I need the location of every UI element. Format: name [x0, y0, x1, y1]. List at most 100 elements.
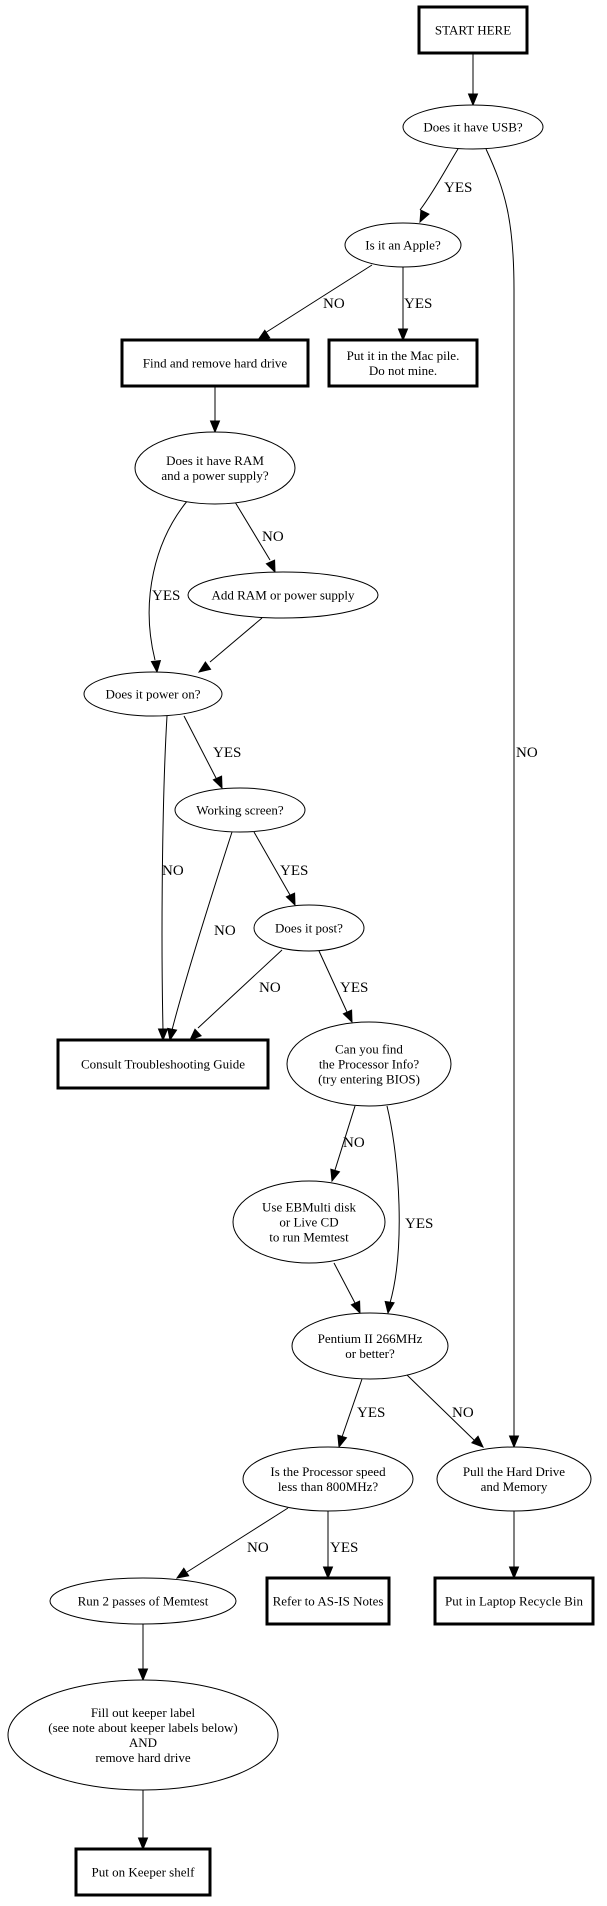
- edge-usb-to-apple: [419, 148, 459, 224]
- edge-label-no: NO: [323, 296, 345, 312]
- arrowhead-icon: [189, 1028, 202, 1041]
- node-label: AND: [129, 1735, 157, 1750]
- edge-memtest-to-keeper-label: [137, 1624, 149, 1682]
- edge-apple-to-remove-hd: [256, 264, 373, 341]
- arrowhead-icon: [397, 328, 409, 342]
- node-label: Is the Processor speed: [270, 1464, 386, 1479]
- node-label: Is it an Apple?: [365, 238, 441, 253]
- edge-label-no: NO: [259, 980, 281, 996]
- node-usb: Does it have USB?: [402, 104, 544, 150]
- node-label: Use EBMulti disk: [262, 1200, 356, 1215]
- arrowhead-icon: [467, 93, 479, 107]
- connector-line: [419, 148, 459, 211]
- edge-pull-hd-to-recycle: [508, 1511, 520, 1580]
- edge-post-to-proc-info: [318, 950, 353, 1024]
- edge-label-no: NO: [214, 923, 236, 939]
- nodes-layer: START HERE Does it have USB? Is it an Appl…: [7, 5, 595, 1897]
- connector-line: [333, 1262, 356, 1304]
- process-box: [265, 1576, 391, 1626]
- arrowhead-icon: [175, 1567, 190, 1579]
- edge-proc-info-to-pentium: [384, 1105, 400, 1315]
- edge-screen-to-troubleshoot: [167, 831, 233, 1042]
- connector-line: [161, 715, 168, 1031]
- arrowhead-icon: [508, 1566, 520, 1580]
- node-label: or better?: [345, 1346, 395, 1361]
- edge-label-yes: YES: [152, 588, 180, 604]
- connector-line: [334, 1105, 356, 1171]
- node-label: Working screen?: [196, 803, 284, 818]
- node-label: Put on Keeper shelf: [92, 1865, 196, 1880]
- arrowhead-icon: [157, 1028, 169, 1042]
- arrowhead-icon: [197, 661, 212, 673]
- node-label: Put it in the Mac pile.: [347, 348, 460, 363]
- node-label: Does it have USB?: [423, 120, 523, 135]
- node-keeper-shelf: Put on Keeper shelf: [74, 1847, 212, 1897]
- edge-start-to-usb: [467, 53, 479, 107]
- node-recycle: Put in Laptop Recycle Bin: [433, 1576, 595, 1626]
- edge-apple-to-mac-pile: [397, 267, 409, 342]
- node-label: (see note about keeper labels below): [48, 1720, 238, 1735]
- arrowhead-icon: [137, 1837, 149, 1851]
- edge-label-no: NO: [452, 1405, 474, 1421]
- node-start: START HERE: [417, 5, 529, 55]
- edge-ram-psu-to-add-ram: [234, 501, 276, 574]
- process-box: [417, 5, 529, 55]
- node-remove-hd: Find and remove hard drive: [120, 338, 310, 388]
- decision-ellipse: [83, 671, 223, 717]
- decision-ellipse: [242, 1446, 414, 1512]
- edge-label-yes: YES: [213, 745, 241, 761]
- node-memtest: Run 2 passes of Memtest: [49, 1577, 237, 1625]
- arrowhead-icon: [342, 1009, 353, 1024]
- arrowhead-icon: [167, 1027, 178, 1042]
- node-label: Pentium II 266MHz: [318, 1331, 423, 1346]
- arrowhead-icon: [265, 559, 276, 574]
- node-label: Fill out keeper label: [91, 1705, 196, 1720]
- node-label: Put in Laptop Recycle Bin: [445, 1594, 583, 1609]
- edge-power-on-to-troubleshoot: [157, 715, 169, 1042]
- connector-line: [341, 1378, 363, 1438]
- connector-line: [148, 499, 189, 661]
- edge-label-yes: YES: [330, 1540, 358, 1556]
- edge-label-no: NO: [516, 745, 538, 761]
- edge-pentium-to-speed800: [337, 1378, 363, 1449]
- connector-line: [253, 831, 291, 896]
- node-troubleshoot: Consult Troubleshooting Guide: [56, 1038, 270, 1090]
- edge-proc-info-to-ebmulti: [330, 1105, 356, 1183]
- edge-remove-hd-to-ram-psu: [209, 386, 221, 434]
- connector-line: [186, 1507, 289, 1573]
- arrowhead-icon: [508, 1435, 520, 1449]
- edge-ebmulti-to-pentium: [333, 1262, 361, 1315]
- node-label: Consult Troubleshooting Guide: [81, 1057, 245, 1072]
- node-label: (try entering BIOS): [318, 1072, 420, 1087]
- arrowhead-icon: [384, 1300, 395, 1315]
- node-label: Do not mine.: [369, 363, 437, 378]
- decision-ellipse: [134, 431, 296, 505]
- decision-ellipse: [291, 1312, 449, 1380]
- process-box: [74, 1847, 212, 1897]
- edge-label-no: NO: [162, 863, 184, 879]
- edge-label-yes: YES: [340, 980, 368, 996]
- decision-ellipse: [253, 904, 365, 952]
- node-label: Add RAM or power supply: [212, 588, 355, 603]
- connector-line: [386, 1105, 400, 1304]
- edge-label-no: NO: [262, 529, 284, 545]
- edge-usb-to-pull-hd: [485, 148, 520, 1449]
- edge-pentium-to-pull-hd: [406, 1374, 484, 1448]
- node-label: Pull the Hard Drive: [463, 1464, 565, 1479]
- node-label: and Memory: [481, 1479, 548, 1494]
- connector-line: [171, 831, 233, 1031]
- edge-label-yes: YES: [280, 863, 308, 879]
- node-as-is: Refer to AS-IS Notes: [265, 1576, 391, 1626]
- connector-line: [197, 949, 283, 1029]
- arrowhead-icon: [285, 892, 296, 907]
- edge-speed800-to-as-is: [322, 1511, 334, 1580]
- node-add-ram: Add RAM or power supply: [187, 571, 379, 619]
- node-label: START HERE: [435, 23, 511, 38]
- edge-ram-psu-to-power-on: [148, 499, 189, 674]
